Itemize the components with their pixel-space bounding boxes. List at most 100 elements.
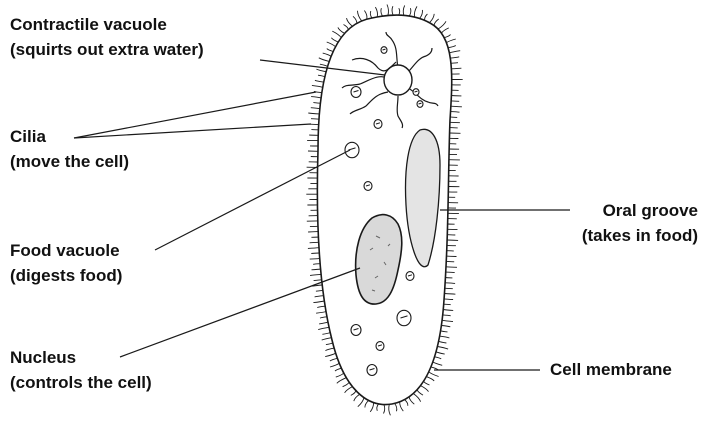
cilium xyxy=(312,269,321,270)
cilium xyxy=(451,63,458,64)
oral-groove-label: Oral groove (takes in food) xyxy=(582,198,698,248)
cilium xyxy=(315,296,324,297)
cilium xyxy=(403,5,404,15)
cilium xyxy=(308,113,319,114)
food-vacuole-desc: (digests food) xyxy=(10,263,122,288)
cilium xyxy=(354,394,360,401)
cilium xyxy=(313,264,320,265)
food-vacuole xyxy=(406,272,414,281)
cilium xyxy=(445,283,455,284)
cilium xyxy=(451,106,462,107)
cilium xyxy=(322,338,332,340)
cilium xyxy=(311,97,321,98)
cilium xyxy=(414,6,417,17)
cilium xyxy=(370,403,373,412)
cilia-name: Cilia xyxy=(10,124,129,149)
cilium xyxy=(326,343,333,345)
cilium xyxy=(335,368,341,371)
nucleus-label: Nucleus (controls the cell) xyxy=(10,345,152,395)
cilium xyxy=(377,404,379,411)
cilium xyxy=(395,403,397,411)
cilium xyxy=(449,51,460,53)
nucleus-name: Nucleus xyxy=(10,345,152,370)
food-vacuole xyxy=(345,142,359,157)
cilium xyxy=(327,42,336,47)
cilium xyxy=(319,322,328,324)
cilium xyxy=(331,38,338,42)
cilium xyxy=(450,117,457,118)
cilium xyxy=(443,310,453,311)
cilium xyxy=(421,386,429,392)
cilium xyxy=(315,80,324,82)
cilium xyxy=(440,336,450,338)
cilium xyxy=(443,315,451,316)
cilium xyxy=(316,312,326,314)
cilium xyxy=(447,39,456,43)
cilium xyxy=(337,378,347,384)
cilium xyxy=(318,327,329,329)
cilium xyxy=(436,352,445,354)
cilium xyxy=(344,25,349,30)
cilium xyxy=(425,14,428,20)
cilium xyxy=(409,397,414,404)
cilium xyxy=(313,301,324,303)
cilium xyxy=(375,7,377,17)
cilium xyxy=(310,274,321,275)
cilium xyxy=(413,394,420,402)
contractile-vacuole-desc: (squirts out extra water) xyxy=(10,37,204,62)
cilium xyxy=(444,35,450,38)
cilium xyxy=(351,391,356,396)
cilium xyxy=(323,53,331,56)
cilium xyxy=(450,57,459,58)
cilium xyxy=(330,363,339,367)
cilia-label: Cilia (move the cell) xyxy=(10,124,129,174)
cilium xyxy=(417,390,423,395)
cilium xyxy=(311,253,319,254)
oral-groove-name: Oral groove xyxy=(582,198,698,223)
cilium xyxy=(444,299,453,300)
cilium xyxy=(325,348,334,351)
cilium xyxy=(444,294,455,295)
cilium xyxy=(437,347,448,350)
cilium xyxy=(317,306,325,307)
cilium xyxy=(338,27,345,33)
cilium xyxy=(405,400,408,406)
contractile-vacuole-label: Contractile vacuole (squirts out extra w… xyxy=(10,12,204,62)
cilium xyxy=(330,358,338,361)
cilium xyxy=(429,372,439,377)
cilium xyxy=(320,317,327,318)
cilium xyxy=(433,362,442,365)
cilium xyxy=(420,10,423,19)
cilium xyxy=(314,280,322,281)
cilium xyxy=(445,288,453,289)
cilium xyxy=(441,326,450,327)
cilium xyxy=(409,8,411,16)
cilium xyxy=(353,16,357,23)
cilia-desc: (move the cell) xyxy=(10,149,129,174)
cilium xyxy=(430,14,435,23)
cilium xyxy=(312,85,323,87)
cilium xyxy=(444,304,451,305)
cilium xyxy=(311,108,320,109)
cilium xyxy=(441,331,448,332)
cilium xyxy=(319,58,329,62)
cilium xyxy=(435,357,442,359)
cilium xyxy=(325,353,336,356)
cilium xyxy=(365,400,369,407)
cilium xyxy=(345,387,353,393)
cilium xyxy=(358,11,362,21)
cilium xyxy=(384,405,385,414)
cilium xyxy=(434,19,439,26)
cilium xyxy=(381,8,383,16)
cilium xyxy=(332,31,341,38)
cilium xyxy=(310,258,320,259)
cilium xyxy=(451,112,460,113)
cell-membrane-name: Cell membrane xyxy=(550,357,672,382)
cilium xyxy=(358,398,364,407)
cilium xyxy=(389,404,391,415)
cilium xyxy=(347,18,353,26)
cilium xyxy=(316,69,326,72)
food-vacuole xyxy=(374,120,382,129)
food-vacuole xyxy=(351,87,361,98)
